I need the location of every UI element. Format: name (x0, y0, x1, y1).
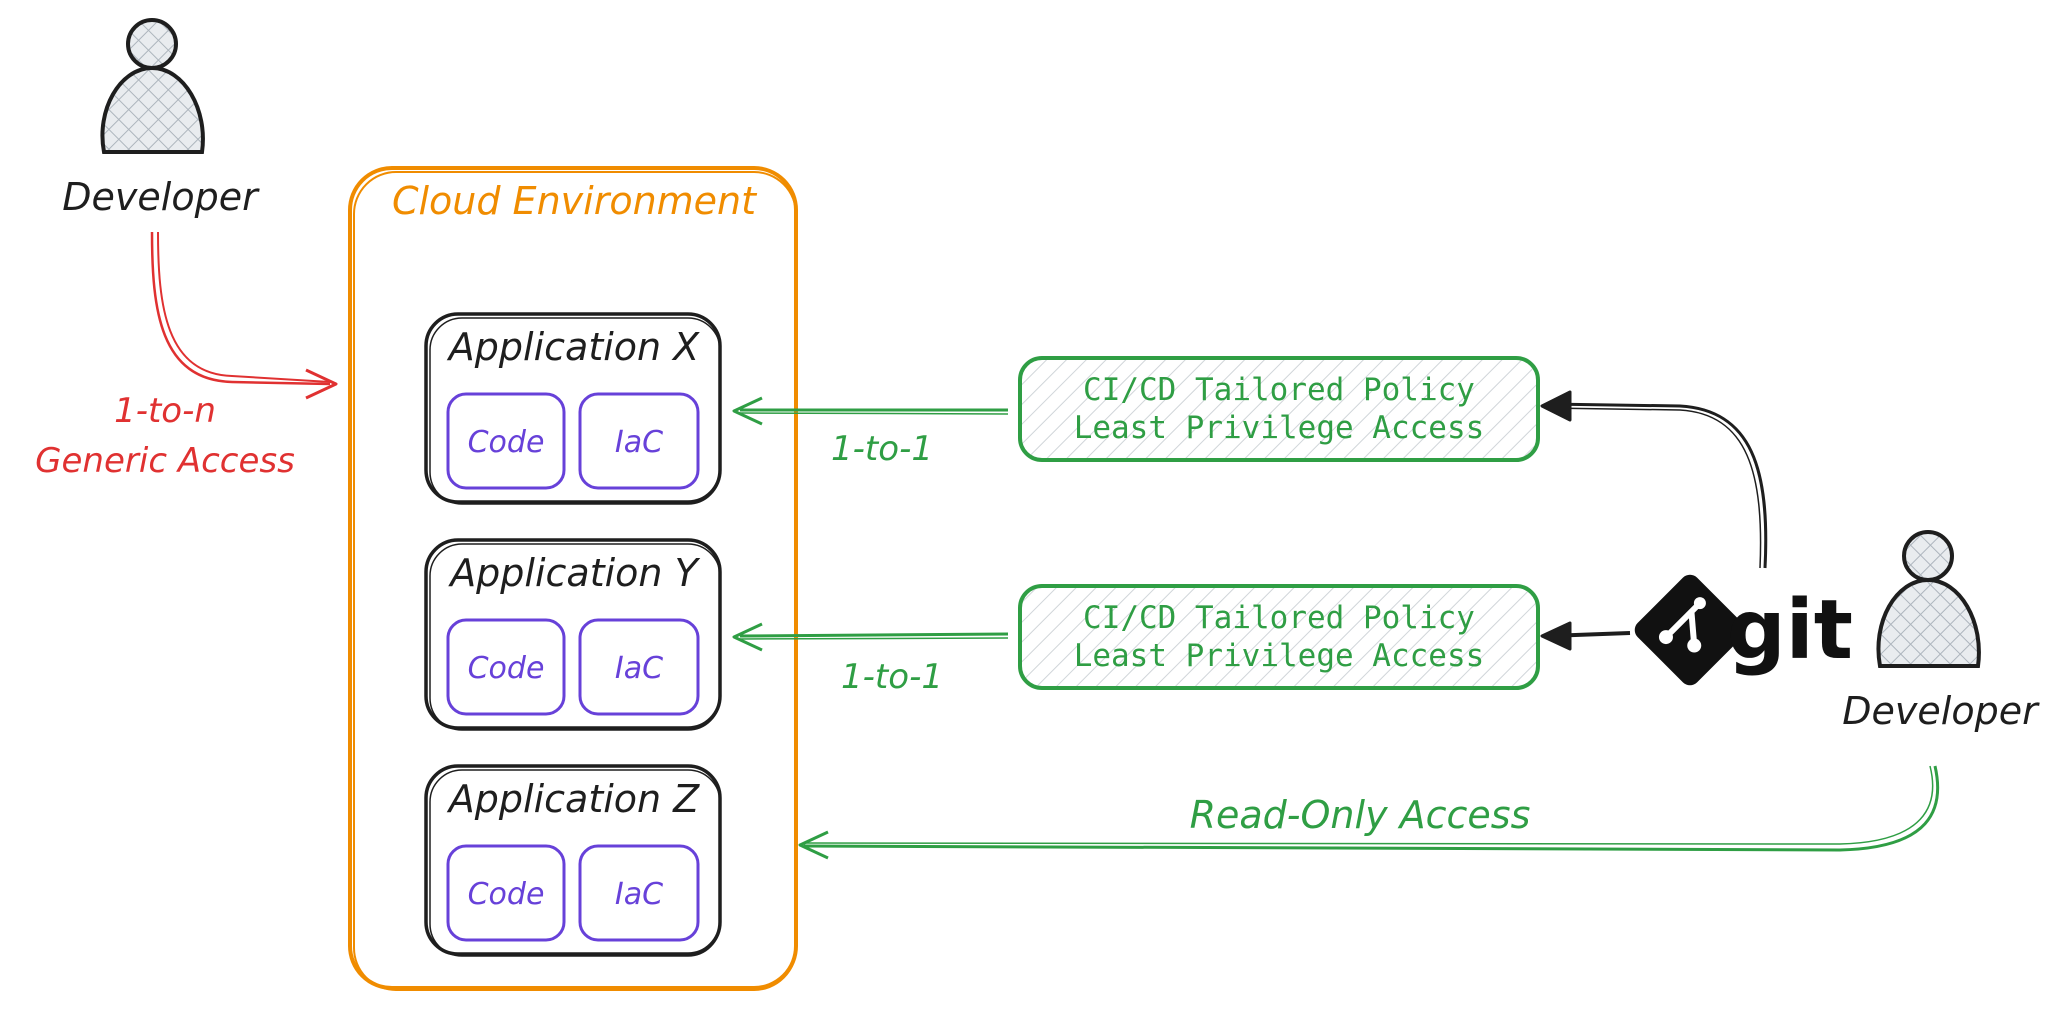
iac-component (578, 844, 700, 942)
iac-component-label: IaC (615, 425, 663, 460)
policy-to-app-x-arrow (732, 396, 1009, 426)
policy-box-y: CI/CD Tailored Policy Least Privilege Ac… (1018, 584, 1540, 690)
cloud-environment-title: Cloud Environment (392, 179, 758, 223)
read-only-access-label: Read-Only Access (1190, 793, 1531, 837)
generic-access-label-line2: Generic Access (35, 441, 295, 481)
policy-to-app-y-arrow (732, 622, 1009, 652)
generic-access-label-line1: 1-to-n (114, 391, 216, 431)
code-component (446, 392, 566, 490)
iac-component (578, 618, 700, 716)
one-to-one-label-x: 1-to-1 (831, 429, 933, 469)
person-icon (1876, 530, 1981, 668)
application-z-title: Application Z (446, 777, 700, 821)
git-to-policy-x-arrow (1540, 390, 1768, 569)
developer-right-label: Developer (1842, 689, 2040, 733)
git-logo: git (1634, 574, 1853, 686)
read-only-access-arrow (798, 765, 1940, 860)
policy-x-line2: Least Privilege Access (1074, 410, 1485, 446)
code-component-label: Code (468, 651, 545, 686)
developer-right: Developer (1842, 530, 2040, 733)
person-icon (100, 18, 205, 154)
code-component-label: Code (468, 877, 545, 912)
iac-component (578, 392, 700, 490)
developer-left: Developer (62, 18, 260, 219)
policy-box-x: CI/CD Tailored Policy Least Privilege Ac… (1018, 356, 1540, 462)
developer-left-label: Developer (62, 175, 260, 219)
generic-access-arrow (150, 231, 338, 400)
policy-y-line1: CI/CD Tailored Policy (1083, 600, 1475, 636)
code-component (446, 844, 566, 942)
application-x: Application X Code IaC (424, 312, 722, 505)
one-to-one-label-y: 1-to-1 (841, 657, 943, 697)
application-x-title: Application X (446, 325, 700, 369)
application-z: Application Z Code IaC (424, 764, 722, 957)
git-to-policy-y-arrow (1540, 621, 1631, 651)
application-y-title: Application Y (447, 551, 700, 595)
policy-x-line1: CI/CD Tailored Policy (1083, 372, 1475, 408)
code-component-label: Code (468, 425, 545, 460)
iac-component-label: IaC (615, 651, 663, 686)
policy-y-line2: Least Privilege Access (1074, 638, 1485, 674)
code-component (446, 618, 566, 716)
iac-component-label: IaC (615, 877, 663, 912)
git-logo-icon (1634, 574, 1746, 686)
cloud-environment: Cloud Environment (348, 166, 798, 991)
git-label: git (1727, 583, 1853, 678)
application-y: Application Y Code IaC (424, 538, 722, 731)
